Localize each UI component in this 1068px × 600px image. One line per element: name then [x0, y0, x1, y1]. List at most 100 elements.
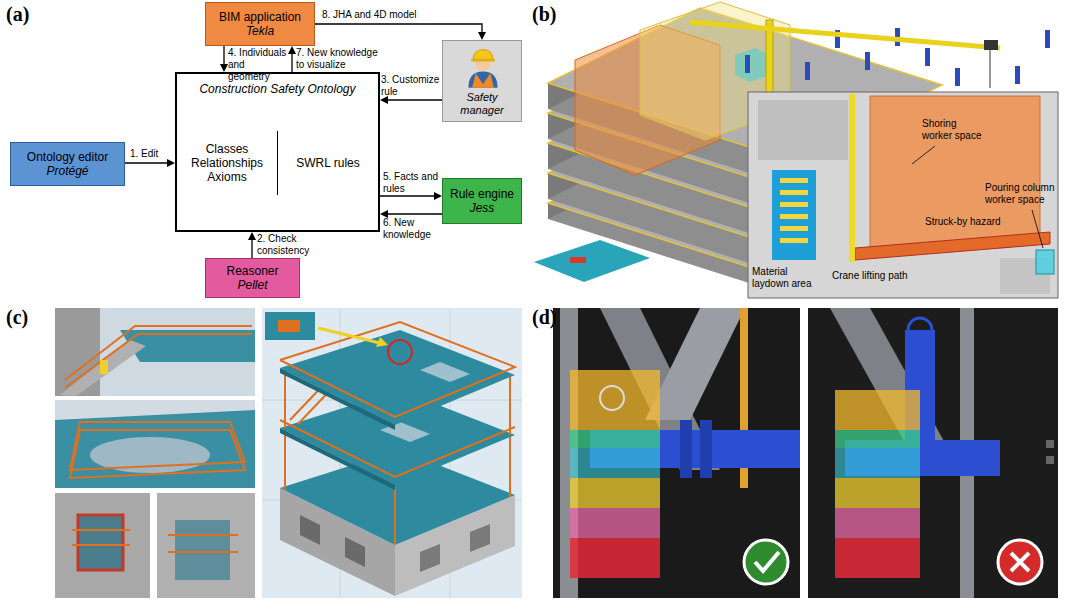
shoring-space — [870, 96, 1040, 248]
clearance-zone — [835, 448, 920, 478]
worker-space — [735, 48, 770, 82]
edge-label: 1. Edit — [130, 148, 174, 160]
laydown-area — [772, 170, 816, 260]
node-label: Pellet — [237, 278, 267, 292]
tool-box: ReasonerPellet — [205, 258, 300, 298]
guardrail — [72, 544, 130, 546]
panel-letter: (c) — [6, 305, 28, 329]
check-icon — [744, 540, 788, 584]
arrowhead — [380, 96, 388, 104]
connector — [380, 210, 442, 218]
edge-label: 8. JHA and 4D model — [322, 9, 437, 21]
structure — [758, 100, 848, 160]
wall — [55, 493, 150, 598]
ontology-body: Classes Relationships AxiomsSWRL rules — [177, 96, 378, 230]
guardrail — [70, 430, 245, 478]
pointer-arrow — [318, 328, 380, 343]
connector — [315, 24, 486, 40]
connector — [380, 96, 442, 104]
opening — [420, 362, 470, 382]
node-label: Reasoner — [226, 264, 278, 278]
crane-jib — [690, 22, 1000, 48]
callout-label: Crane lifting path — [832, 270, 908, 282]
slab-edge — [280, 368, 395, 430]
arrowhead — [478, 32, 486, 40]
column — [745, 55, 750, 73]
column — [394, 487, 396, 545]
column — [509, 437, 511, 497]
crane-trolley — [984, 40, 998, 50]
clearance-zone — [570, 370, 660, 430]
column — [955, 68, 960, 86]
clearance-zone — [835, 538, 920, 578]
clearance-zone — [570, 508, 660, 538]
arrowhead — [288, 46, 296, 54]
connector-line — [251, 239, 252, 258]
detail-bg — [265, 312, 315, 340]
clearance-zone — [570, 538, 660, 578]
callout-label: Pouring column worker space — [985, 182, 1057, 206]
column — [1045, 30, 1050, 48]
arrowhead — [380, 210, 388, 218]
window-opening — [78, 515, 123, 570]
window — [345, 537, 365, 567]
image-bg — [55, 308, 255, 396]
guardrail — [70, 422, 245, 470]
leader-line — [912, 146, 935, 164]
callout-label: Material laydown area — [752, 266, 818, 290]
application-box: BIM applicationTekla — [205, 2, 315, 46]
guardrail — [280, 322, 515, 417]
guardrail — [72, 529, 130, 531]
arrowhead — [220, 64, 228, 72]
hazard-band — [855, 232, 1050, 260]
connector-line — [125, 162, 168, 163]
helmet-brim — [471, 59, 495, 62]
node-label: Ontology editor — [27, 150, 108, 164]
flange — [700, 420, 712, 478]
body — [468, 71, 497, 87]
ui-icon — [1046, 456, 1054, 464]
panel-letter: (d) — [532, 305, 556, 329]
valve — [600, 386, 624, 410]
clearance-zone — [570, 478, 660, 508]
stair — [60, 340, 146, 396]
material — [570, 257, 586, 263]
edge-label: 4. Individuals and geometry — [228, 47, 288, 83]
ui-icon — [1046, 440, 1054, 448]
wall — [157, 493, 255, 598]
actor-box: Safety manager — [442, 40, 522, 122]
connector-line — [380, 195, 435, 196]
column — [865, 52, 870, 70]
connector-line — [387, 213, 442, 214]
edge-label: 2. Check consistency — [257, 233, 337, 257]
cover — [278, 320, 300, 332]
node-label: Rule engine — [450, 187, 514, 201]
arrowhead — [248, 232, 256, 240]
flange — [680, 420, 692, 478]
image-bg — [808, 308, 1058, 598]
callout-label: Struck-by hazard — [925, 216, 1001, 228]
guardrail — [65, 334, 252, 388]
ontology-column: Classes Relationships Axioms — [177, 131, 277, 195]
tool-box: Rule engineJess — [442, 178, 522, 224]
node-label: Safety manager — [446, 91, 518, 117]
panel-letter: (b) — [532, 2, 556, 26]
panel-letter: (a) — [6, 2, 29, 26]
guardrail — [280, 420, 515, 477]
edge-label: 3. Customize rule — [381, 74, 442, 98]
node-label: BIM application — [219, 10, 301, 24]
arrowhead — [167, 159, 175, 167]
tool-box: Ontology editorProtégé — [10, 142, 125, 186]
slab — [55, 410, 255, 488]
cross-mark — [1011, 553, 1029, 571]
vest — [472, 73, 494, 88]
image-bg — [262, 308, 522, 598]
column — [284, 430, 286, 490]
leader-line — [1032, 210, 1043, 248]
connector-line — [387, 99, 442, 100]
clearance-zone — [835, 478, 920, 508]
clearance-zone — [835, 390, 920, 430]
